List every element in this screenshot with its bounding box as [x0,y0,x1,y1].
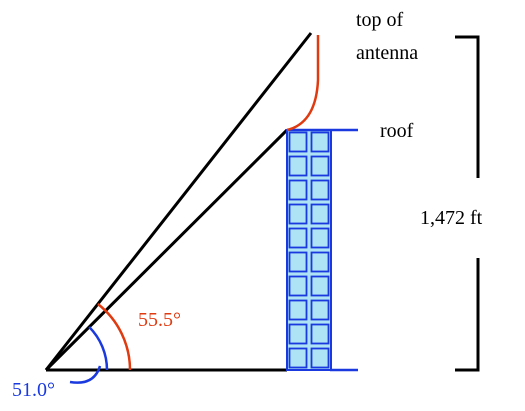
label-top-of: top of [356,9,404,31]
antenna [286,35,320,132]
angle-arc-antenna [97,303,132,371]
building-window [288,275,308,297]
building-window [310,251,330,273]
building-window [310,131,330,153]
building-window [288,203,308,225]
sight-line-antenna [44,32,313,371]
building [286,129,332,371]
building-window [310,299,330,321]
building-window [310,323,330,345]
building-window [288,179,308,201]
building-window [288,347,308,369]
building-window [310,275,330,297]
building-window [288,155,308,177]
height-bracket [455,35,480,372]
building-window [288,299,308,321]
label-angle-roof: 51.0° [12,379,55,401]
building-window [288,131,308,153]
label-height: 1,472 ft [420,207,483,229]
building-window [288,323,308,345]
building-window [310,179,330,201]
angle-roof-leader [69,365,102,384]
label-roof: roof [380,120,414,142]
building-window [310,155,330,177]
angle-arc-roof [88,326,109,371]
building-window [288,227,308,249]
building-window [288,251,308,273]
label-angle-antenna: 55.5° [138,309,181,331]
sight-line-roof [44,128,289,372]
building-window [310,227,330,249]
building-window [310,347,330,369]
label-antenna: antenna [356,42,418,64]
building-window [310,203,330,225]
